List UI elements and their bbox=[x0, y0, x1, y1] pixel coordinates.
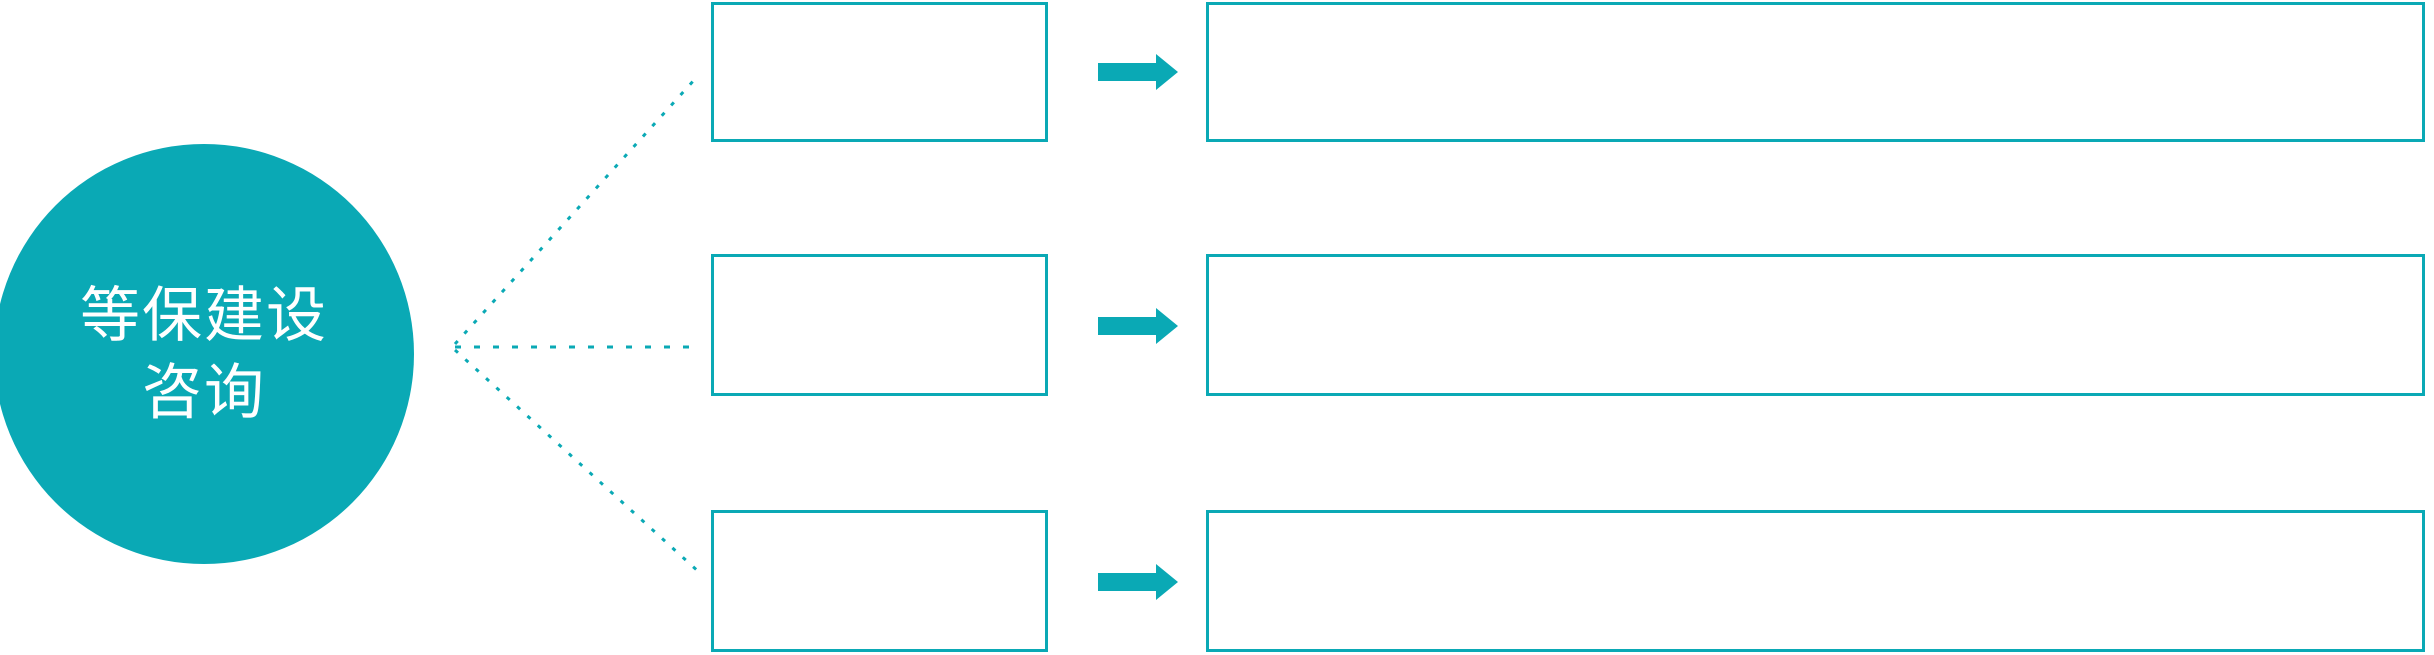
connector-top-line bbox=[453, 77, 697, 346]
connector-bottom-line bbox=[453, 348, 702, 575]
category-box-3 bbox=[711, 510, 1048, 652]
hub-circle: 等保建设 咨询 bbox=[0, 144, 414, 564]
arrow-right-icon bbox=[1098, 308, 1178, 344]
hub-label: 等保建设 咨询 bbox=[80, 277, 328, 431]
description-box-1 bbox=[1206, 2, 2425, 142]
description-box-2 bbox=[1206, 254, 2425, 396]
hub-label-line-2: 咨询 bbox=[142, 359, 266, 426]
arrow-right-icon bbox=[1098, 54, 1178, 90]
arrow-right-icon bbox=[1098, 564, 1178, 600]
hub-label-line-1: 等保建设 bbox=[80, 282, 328, 349]
category-box-2 bbox=[711, 254, 1048, 396]
category-box-1 bbox=[711, 2, 1048, 142]
description-box-3 bbox=[1206, 510, 2425, 652]
fan-out-dotted-lines bbox=[453, 77, 702, 575]
